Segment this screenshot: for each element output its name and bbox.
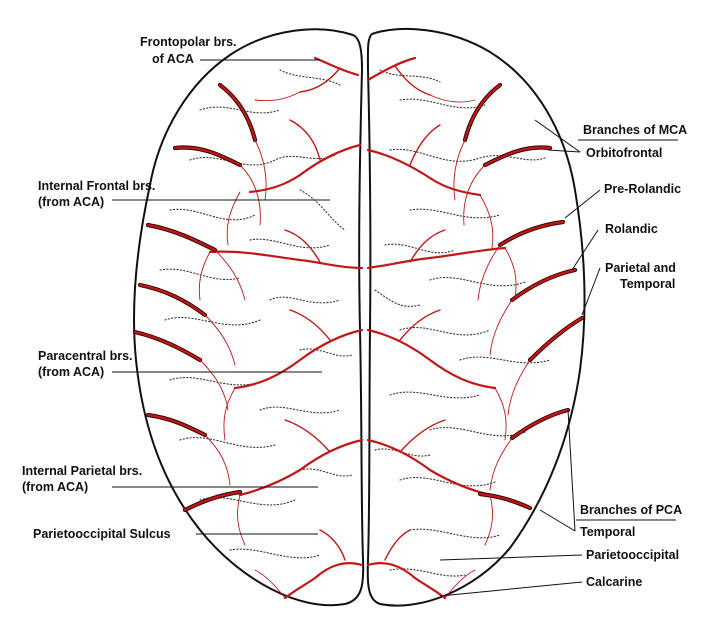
- label-branches-of-pca: Branches of PCA: [580, 503, 682, 517]
- label-paracentral-2: (from ACA): [38, 365, 104, 379]
- leader-temporal-a: [539, 509, 576, 532]
- label-temporal: Temporal: [580, 525, 635, 539]
- label-calcarine: Calcarine: [586, 575, 642, 589]
- leader-calcarine: [439, 581, 583, 597]
- label-frontopolar-2: of ACA: [152, 52, 194, 66]
- leader-pre-rolandic: [564, 189, 601, 219]
- label-frontopolar-1: Frontopolar brs.: [140, 35, 237, 49]
- label-parietal-temporal-2: Temporal: [620, 277, 675, 291]
- label-parietooccipital: Parietooccipital: [586, 548, 679, 562]
- label-parietal-temporal-1: Parietal and: [605, 261, 676, 275]
- label-parietooccipital-sulcus: Parietooccipital Sulcus: [33, 527, 171, 541]
- arteries: [132, 56, 585, 600]
- left-hemisphere: [132, 28, 365, 607]
- labels-left: Frontopolar brs. of ACA Internal Frontal…: [22, 35, 237, 541]
- label-internal-frontal-1: Internal Frontal brs.: [38, 179, 155, 193]
- label-branches-of-mca: Branches of MCA: [583, 123, 687, 137]
- leader-parietal-temporal: [581, 267, 601, 316]
- label-internal-frontal-2: (from ACA): [38, 195, 104, 209]
- leader-temporal-b: [567, 409, 576, 532]
- brain-hemispheres: [132, 27, 586, 607]
- label-paracentral-1: Paracentral brs.: [38, 349, 133, 363]
- leader-rolandic: [571, 229, 599, 271]
- label-orbitofrontal: Orbitofrontal: [586, 146, 662, 160]
- label-rolandic: Rolandic: [605, 222, 658, 236]
- labels-right: Branches of MCA Orbitofrontal Pre-Roland…: [580, 123, 687, 589]
- leader-parietooccipital: [439, 554, 583, 561]
- label-internal-parietal-1: Internal Parietal brs.: [22, 464, 142, 478]
- leader-orbitofrontal-b: [547, 149, 581, 153]
- label-pre-rolandic: Pre-Rolandic: [604, 182, 681, 196]
- label-internal-parietal-2: (from ACA): [22, 480, 88, 494]
- leader-lines: [112, 59, 678, 597]
- leader-orbitofrontal-a: [534, 119, 581, 153]
